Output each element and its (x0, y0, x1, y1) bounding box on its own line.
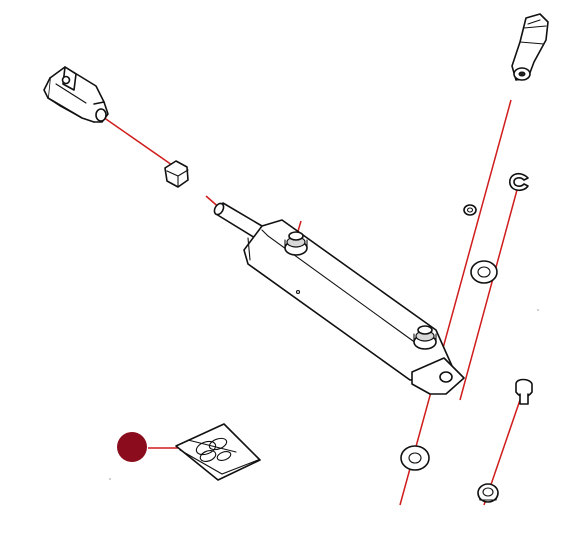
dot-icon (117, 432, 147, 462)
fitting-upper (284, 231, 308, 256)
grease-nipple (515, 378, 533, 405)
lock-nut-lower (477, 483, 499, 503)
speck (537, 309, 539, 311)
lock-nut (164, 160, 189, 188)
flat-washer-lower (400, 445, 430, 471)
leader-lines (102, 99, 521, 506)
seal-kit (175, 423, 261, 481)
fitting-lower (413, 325, 437, 350)
leader-snap-ring (459, 189, 518, 401)
flat-washer-upper (470, 260, 498, 284)
pivot-pin (511, 13, 549, 81)
small-washer (463, 204, 477, 216)
leader-pin-main (399, 99, 512, 506)
clevis-fork (43, 66, 109, 123)
snap-ring (509, 172, 529, 192)
leader-clevis (102, 116, 173, 166)
speck (109, 478, 111, 480)
hydraulic-cylinder (213, 202, 465, 395)
